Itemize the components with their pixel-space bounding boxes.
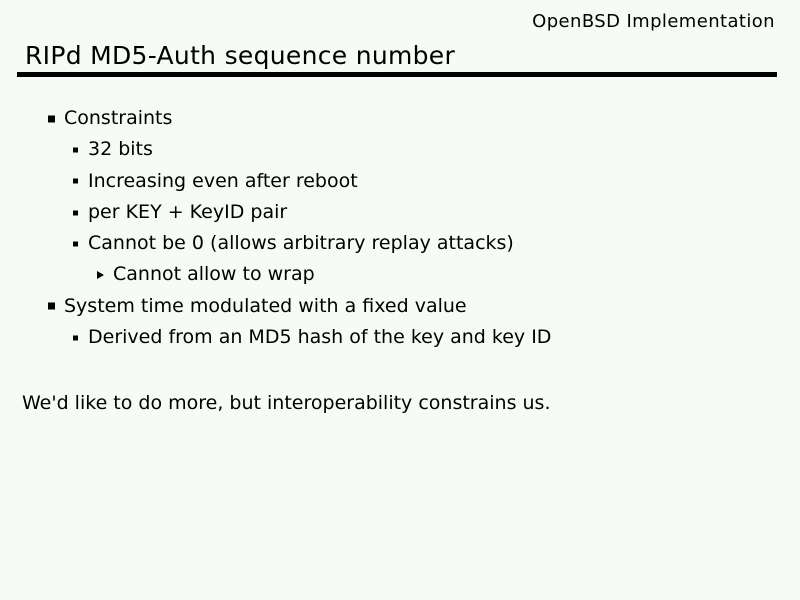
list-item: Derived from an MD5 hash of the key and … <box>0 322 800 353</box>
list-item: System time modulated with a fixed value <box>0 291 800 322</box>
small-square-bullet-icon <box>73 178 78 184</box>
square-bullet-icon <box>48 115 55 123</box>
list-item: per KEY + KeyID pair <box>0 197 800 228</box>
list-item: Cannot be 0 (allows arbitrary replay att… <box>0 228 800 259</box>
list-item-label: System time modulated with a fixed value <box>64 294 467 317</box>
corner-label: OpenBSD Implementation <box>532 11 775 32</box>
list-item-label: Derived from an MD5 hash of the key and … <box>88 326 552 349</box>
small-square-bullet-icon <box>73 147 78 153</box>
list-item: Constraints <box>0 103 800 134</box>
list-item: Cannot allow to wrap <box>0 259 800 290</box>
list-item-label: Increasing even after reboot <box>88 169 358 192</box>
list-item: 32 bits <box>0 134 800 165</box>
small-square-bullet-icon <box>73 335 78 341</box>
list-item-label: per KEY + KeyID pair <box>88 200 288 223</box>
list-item: Increasing even after reboot <box>0 166 800 197</box>
list-item-label: Cannot allow to wrap <box>113 263 315 286</box>
list-item-label: Cannot be 0 (allows arbitrary replay att… <box>88 232 514 255</box>
title-divider <box>17 72 777 77</box>
triangle-bullet-icon <box>97 271 104 280</box>
footer-note: We'd like to do more, but interoperabili… <box>22 392 551 414</box>
bullet-list: Constraints 32 bits Increasing even afte… <box>0 103 800 353</box>
square-bullet-icon <box>48 302 55 310</box>
list-item-label: 32 bits <box>88 138 153 161</box>
list-item-label: Constraints <box>64 107 173 129</box>
small-square-bullet-icon <box>73 241 78 247</box>
page-title: RIPd MD5-Auth sequence number <box>25 41 456 70</box>
small-square-bullet-icon <box>73 210 78 216</box>
